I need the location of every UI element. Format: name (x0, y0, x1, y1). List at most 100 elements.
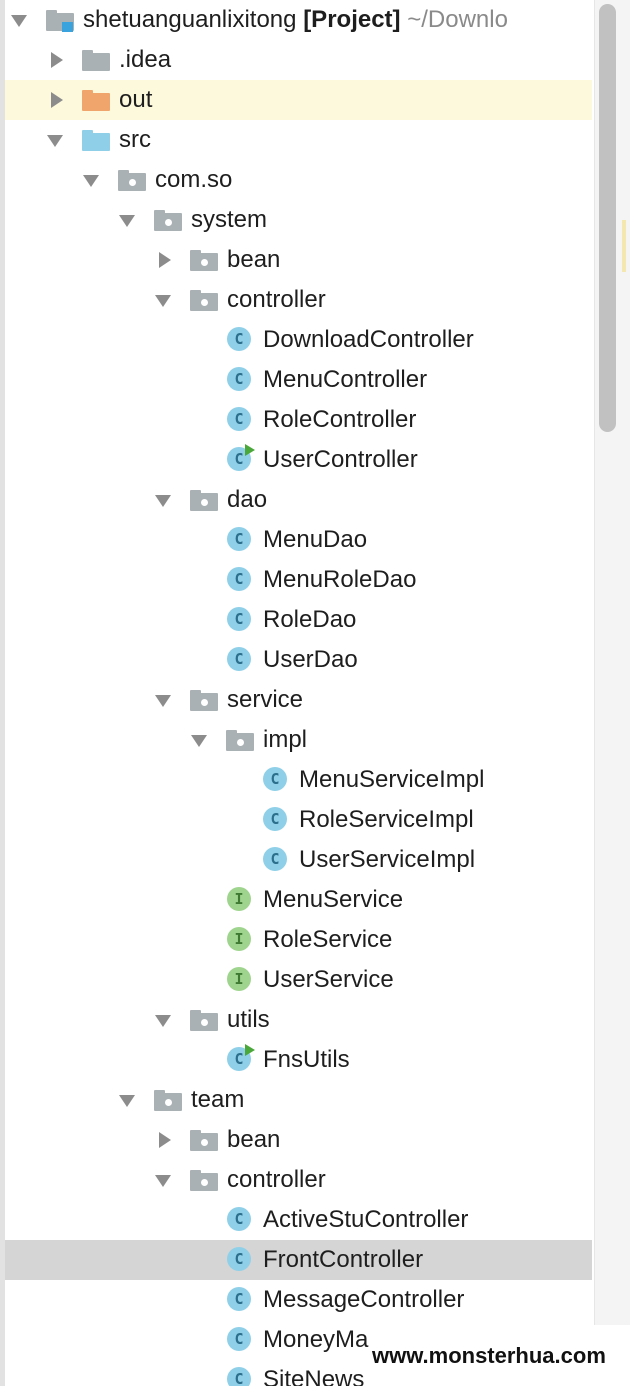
package-icon (190, 488, 218, 512)
tree-label: MoneyMa (263, 1326, 369, 1353)
class-icon: C (227, 407, 253, 433)
chevron-right-icon[interactable] (45, 40, 65, 80)
tree-row-package[interactable]: system (5, 200, 592, 240)
tree-row-class[interactable]: C UserController (5, 440, 592, 480)
tree-row-class[interactable]: C UserDao (5, 640, 592, 680)
class-icon: C (227, 567, 253, 593)
left-edge (0, 0, 5, 1386)
tree-row-package[interactable]: bean (5, 1120, 592, 1160)
chevron-down-icon[interactable] (153, 480, 173, 520)
chevron-down-icon[interactable] (45, 120, 65, 160)
chevron-down-icon[interactable] (117, 1080, 137, 1120)
tree-row-package[interactable]: service (5, 680, 592, 720)
tree-row-class[interactable]: C RoleController (5, 400, 592, 440)
tree-row-package[interactable]: impl (5, 720, 592, 760)
tree-row-project-root[interactable]: shetuanguanlixitong [Project] ~/Downlo (5, 0, 592, 40)
tree-row-src[interactable]: src (5, 120, 592, 160)
tree-row-class[interactable]: C DownloadController (5, 320, 592, 360)
project-path: ~/Downlo (407, 6, 508, 33)
tree-label: utils (227, 1006, 270, 1033)
tree-label: bean (227, 246, 281, 273)
chevron-right-icon[interactable] (153, 1120, 173, 1160)
project-folder-icon (46, 8, 74, 32)
project-name: shetuanguanlixitong (83, 6, 297, 33)
class-icon: C (227, 1367, 253, 1386)
tree-row-class[interactable]: C SiteNews (5, 1360, 592, 1386)
tree-row-class[interactable]: C MoneyMa (5, 1320, 592, 1360)
interface-icon: I (227, 967, 253, 993)
tree-row-package[interactable]: controller (5, 1160, 592, 1200)
tree-row-class[interactable]: C MenuController (5, 360, 592, 400)
chevron-down-icon[interactable] (153, 1000, 173, 1040)
tree-row-class[interactable]: C RoleServiceImpl (5, 800, 592, 840)
tree-label: ActiveStuController (263, 1206, 469, 1233)
tree-label: impl (263, 726, 308, 753)
chevron-right-icon[interactable] (153, 240, 173, 280)
tree-label: .idea (119, 46, 172, 73)
tree-row-package[interactable]: bean (5, 240, 592, 280)
class-icon: C (227, 1247, 253, 1273)
tree-label: RoleService (263, 926, 393, 953)
chevron-down-icon[interactable] (81, 160, 101, 200)
chevron-down-icon[interactable] (153, 280, 173, 320)
tree-row-class-selected[interactable]: C FrontController (5, 1240, 592, 1280)
tree-row-package[interactable]: team (5, 1080, 592, 1120)
tree-row-class[interactable]: C RoleDao (5, 600, 592, 640)
package-icon (190, 688, 218, 712)
watermark: www.monsterhua.com (370, 1325, 630, 1386)
package-icon (190, 1008, 218, 1032)
class-icon: C (227, 527, 253, 553)
tree-row-out[interactable]: out (5, 80, 592, 120)
tree-row-package[interactable]: dao (5, 480, 592, 520)
chevron-down-icon[interactable] (9, 0, 29, 40)
tree-row-idea[interactable]: .idea (5, 40, 592, 80)
tree-row-class[interactable]: C MenuRoleDao (5, 560, 592, 600)
tree-row-class[interactable]: C MenuDao (5, 520, 592, 560)
tree-label: MenuController (263, 366, 428, 393)
class-icon: C (227, 1287, 253, 1313)
tree-row-interface[interactable]: I UserService (5, 960, 592, 1000)
project-suffix: [Project] (303, 6, 401, 33)
chevron-down-icon[interactable] (153, 1160, 173, 1200)
scrollbar-thumb[interactable] (599, 4, 616, 432)
tree-row-class[interactable]: C UserServiceImpl (5, 840, 592, 880)
tree-row-interface[interactable]: I RoleService (5, 920, 592, 960)
tree-label: UserServiceImpl (299, 846, 476, 873)
project-tree: shetuanguanlixitong [Project] ~/Downlo .… (5, 0, 592, 1386)
tree-label: controller (227, 286, 326, 313)
tree-label: dao (227, 486, 268, 513)
package-icon (190, 1128, 218, 1152)
tree-row-class[interactable]: C MessageController (5, 1280, 592, 1320)
tree-label: FrontController (263, 1246, 424, 1273)
tree-label: RoleController (263, 406, 417, 433)
tree-label: controller (227, 1166, 326, 1193)
tree-label: shetuanguanlixitong [Project] ~/Downlo (83, 0, 508, 40)
tree-row-package[interactable]: controller (5, 280, 592, 320)
tree-row-class[interactable]: C MenuServiceImpl (5, 760, 592, 800)
tree-label: DownloadController (263, 326, 474, 353)
tree-row-class[interactable]: C FnsUtils (5, 1040, 592, 1080)
class-icon: C (227, 1327, 253, 1353)
tree-row-package[interactable]: utils (5, 1000, 592, 1040)
tree-label: UserService (263, 966, 394, 993)
package-icon (154, 208, 182, 232)
package-icon (226, 728, 254, 752)
chevron-down-icon[interactable] (117, 200, 137, 240)
package-icon (118, 168, 146, 192)
tree-row-class[interactable]: C ActiveStuController (5, 1200, 592, 1240)
tree-label: RoleServiceImpl (299, 806, 474, 833)
chevron-right-icon[interactable] (45, 80, 65, 120)
vertical-scrollbar[interactable] (594, 0, 630, 1386)
tree-label: src (119, 126, 151, 153)
class-icon: C (263, 807, 289, 833)
tree-label: system (191, 206, 268, 233)
tree-row-interface[interactable]: I MenuService (5, 880, 592, 920)
package-icon (190, 288, 218, 312)
chevron-down-icon[interactable] (153, 680, 173, 720)
run-marker-icon (245, 1044, 255, 1056)
runnable-class-icon: C (227, 1044, 255, 1073)
tree-row-package[interactable]: com.so (5, 160, 592, 200)
folder-icon (82, 48, 110, 72)
tree-label: team (191, 1086, 245, 1113)
chevron-down-icon[interactable] (189, 720, 209, 760)
